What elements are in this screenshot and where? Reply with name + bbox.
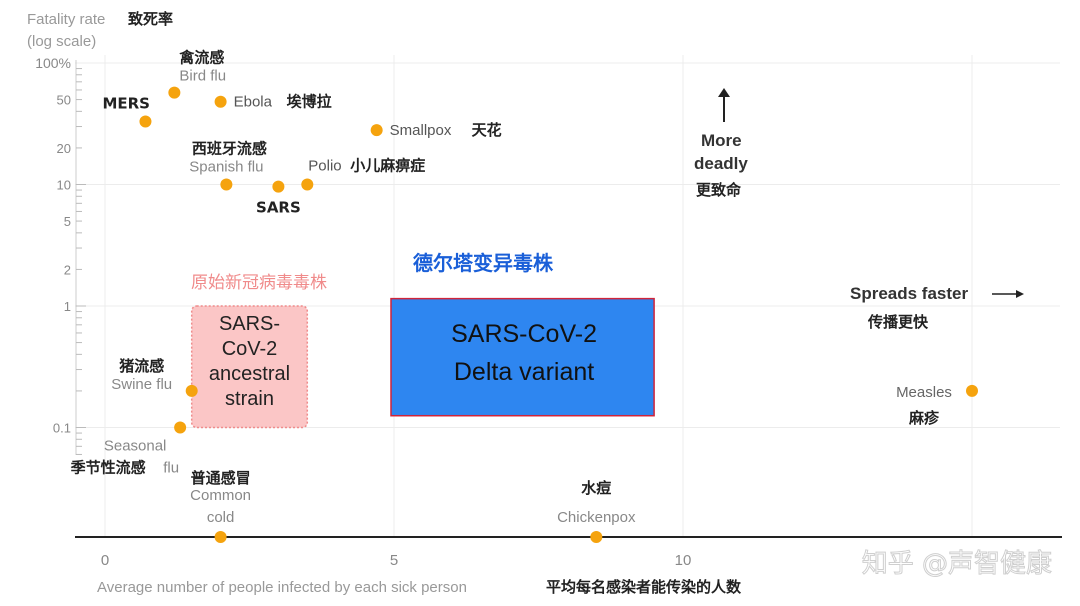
point-label: 小儿麻痹症 bbox=[350, 157, 425, 175]
point-sars bbox=[272, 180, 285, 193]
point-seasonal-flu bbox=[174, 421, 187, 434]
point-label: Smallpox bbox=[390, 122, 452, 139]
y-tick-label: 100% bbox=[35, 55, 71, 71]
point-label: 西班牙流感 bbox=[192, 140, 267, 158]
spreads-faster-label: Spreads faster bbox=[850, 284, 968, 303]
ancestral-strain-label: SARS- bbox=[219, 313, 280, 335]
y-tick-label: 2 bbox=[64, 262, 71, 277]
point-swine-flu bbox=[185, 384, 198, 397]
point-label: Ebola bbox=[234, 94, 273, 111]
point-label: Bird flu bbox=[179, 68, 226, 85]
x-tick-label: 5 bbox=[390, 552, 398, 569]
more-deadly-label-zh: 更致命 bbox=[696, 181, 742, 199]
point-label: SARS bbox=[256, 199, 301, 217]
x-axis-title-en: Average number of people infected by eac… bbox=[97, 579, 467, 596]
x-tick-label: 10 bbox=[675, 552, 692, 569]
point-chickenpox bbox=[590, 531, 603, 543]
more-deadly-label: deadly bbox=[694, 154, 748, 173]
point-label: 埃博拉 bbox=[287, 93, 332, 111]
y-axis-title-en2: (log scale) bbox=[27, 33, 96, 50]
point-label: Measles bbox=[896, 384, 952, 401]
point-label: 水痘 bbox=[581, 479, 611, 497]
y-axis-title-zh: 致死率 bbox=[128, 10, 173, 28]
y-axis-title-en: Fatality rate bbox=[27, 11, 105, 28]
point-label: MERS bbox=[102, 95, 150, 113]
delta-variant-region bbox=[390, 297, 655, 417]
point-ebola bbox=[214, 95, 227, 108]
watermark: 知乎 @声智健康 bbox=[862, 549, 1052, 579]
ancestral-strain-region bbox=[190, 305, 309, 429]
ancestral-strain-label: ancestral bbox=[209, 363, 290, 385]
delta-variant-label: Delta variant bbox=[454, 358, 594, 386]
x-tick-label: 0 bbox=[101, 552, 109, 569]
disease-points bbox=[139, 86, 978, 543]
y-tick-label: 1 bbox=[64, 299, 71, 314]
point-label: 季节性流感 bbox=[71, 459, 146, 477]
delta-variant-label: SARS-CoV-2 bbox=[451, 320, 597, 348]
point-label: Swine flu bbox=[111, 376, 172, 393]
point-label: Common bbox=[190, 487, 251, 504]
point-label: 天花 bbox=[472, 121, 502, 139]
point-label: 猪流感 bbox=[118, 357, 164, 375]
y-tick-label: 50 bbox=[57, 93, 71, 108]
ancestral-strain-caption: 原始新冠病毒毒株 bbox=[191, 273, 327, 293]
point-label: 禽流感 bbox=[178, 49, 224, 67]
point-mers bbox=[139, 115, 152, 128]
y-tick-label: 5 bbox=[64, 214, 71, 229]
point-spanish-flu bbox=[220, 178, 233, 191]
point-label: 麻疹 bbox=[908, 409, 940, 427]
more-deadly-label: More bbox=[701, 131, 742, 150]
point-label: cold bbox=[207, 509, 235, 526]
x-axis-title-zh: 平均每名感染者能传染的人数 bbox=[546, 578, 742, 596]
point-common-cold bbox=[214, 531, 227, 543]
spreads-faster-label-zh: 传播更快 bbox=[867, 313, 929, 331]
y-tick-label: 0.1 bbox=[53, 421, 71, 436]
delta-variant-caption: 德尔塔变异毒株 bbox=[413, 251, 554, 275]
point-label: 普通感冒 bbox=[191, 469, 251, 487]
point-smallpox bbox=[370, 124, 383, 137]
point-label: Polio bbox=[308, 158, 341, 175]
point-label: Chickenpox bbox=[557, 509, 636, 526]
point-bird-flu bbox=[168, 86, 181, 99]
ancestral-strain-label: strain bbox=[225, 388, 274, 410]
point-label: flu bbox=[163, 460, 179, 477]
variant-regions: SARS-CoV-2ancestralstrain原始新冠病毒毒株SARS-Co… bbox=[190, 251, 655, 429]
more-deadly-arrowhead bbox=[718, 88, 730, 97]
point-label: Seasonal bbox=[104, 438, 167, 455]
point-measles bbox=[966, 384, 978, 397]
y-tick-label: 10 bbox=[57, 178, 71, 193]
spreads-faster-arrowhead bbox=[1016, 290, 1024, 298]
ancestral-strain-label: CoV-2 bbox=[222, 338, 278, 360]
point-polio bbox=[301, 178, 314, 191]
point-label: Spanish flu bbox=[189, 159, 263, 176]
y-tick-label: 20 bbox=[57, 141, 71, 156]
